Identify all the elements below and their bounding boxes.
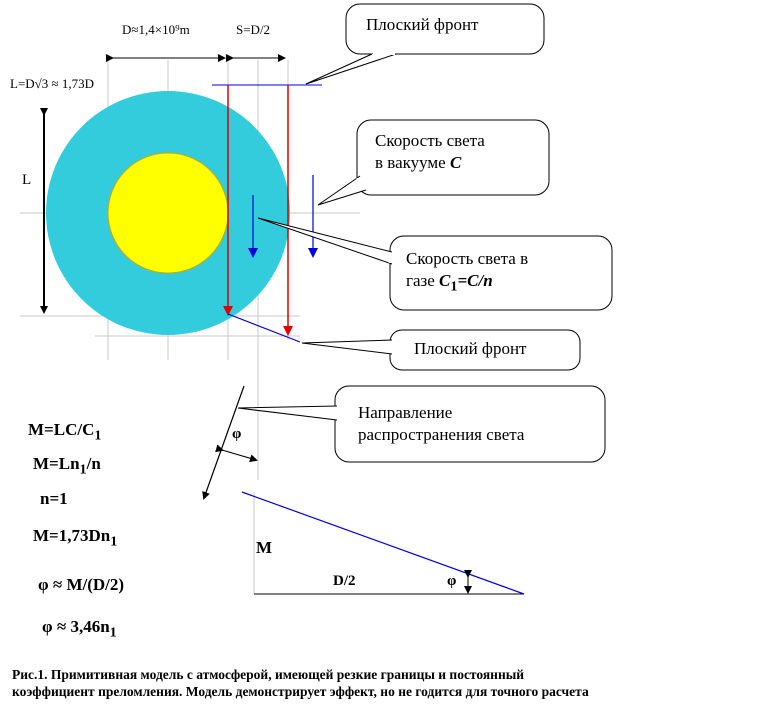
callout-gas-speed — [257, 217, 613, 311]
callout-vacuum-speed — [317, 119, 550, 206]
gas-speed-line2-text: газе — [406, 271, 440, 290]
formula-1-main: M=LC/C — [28, 420, 95, 439]
callout-direction — [237, 385, 606, 463]
s-dimension-label: S=D/2 — [236, 22, 271, 37]
formula-2-sub: 1 — [79, 461, 87, 478]
l-label: L — [22, 172, 32, 188]
sun-circle — [107, 152, 229, 274]
formula-5: φ ≈ M/(D/2) — [38, 575, 125, 594]
triangle-d2-label: D/2 — [333, 573, 356, 589]
gas-speed-sub: 1 — [450, 278, 458, 295]
vacuum-speed-symbol: C — [449, 153, 462, 172]
formula-2: M=Ln1/n — [33, 454, 101, 478]
triangle-phi-label: φ — [447, 573, 457, 589]
direction-line2: распространения света — [358, 425, 525, 444]
flat-front-bottom-text: Плоский фронт — [414, 339, 527, 358]
formula-6-main: φ ≈ 3,46n — [42, 617, 110, 636]
vacuum-speed-line2: в вакууме C — [375, 152, 485, 174]
gas-speed-text: Скорость света в газе C1=C/n — [406, 248, 528, 297]
direction-text: Направление распространения света — [358, 402, 524, 446]
formula-1: M=LC/C1 — [28, 420, 101, 444]
gas-speed-post: =C/n — [457, 271, 493, 290]
triangle-m-label: M — [256, 538, 273, 557]
propagation-direction-arrow — [202, 385, 245, 500]
formula-6: φ ≈ 3,46n1 — [42, 617, 117, 641]
formula-4-sub: 1 — [110, 533, 118, 550]
gas-speed-line1: Скорость света в — [406, 249, 529, 268]
formula-2-main: M=Ln — [33, 454, 80, 473]
gas-speed-line2: газе C1=C/n — [406, 270, 528, 297]
formula-4-main: M=1,73Dn — [33, 526, 111, 545]
l-definition-label: L=D√3 ≈ 1,73D — [10, 76, 95, 91]
figure-caption: Рис.1. Примитивная модель с атмосферой, … — [12, 666, 589, 700]
vacuum-speed-text: Скорость света в вакууме C — [375, 130, 485, 174]
formula-6-sub: 1 — [109, 624, 117, 641]
direction-line1: Направление — [358, 403, 453, 422]
flat-front-bottom-line — [227, 313, 301, 343]
callout-flat-front-bottom — [301, 329, 581, 371]
phi-arrow-label: φ — [232, 426, 242, 442]
vacuum-speed-line2-text: в вакууме — [375, 153, 450, 172]
formula-1-sub: 1 — [94, 427, 102, 444]
caption-line2: коэффициент преломления. Модель демонстр… — [12, 684, 589, 699]
phi-angle-arrow — [215, 444, 258, 463]
angle-triangle — [241, 491, 525, 595]
vacuum-speed-line1: Скорость света — [375, 131, 485, 150]
flat-front-top-text: Плоский фронт — [366, 15, 479, 34]
d-dimension-label: D≈1,4×10⁹m — [122, 22, 190, 37]
formula-4: M=1,73Dn1 — [33, 526, 117, 550]
gas-speed-c: C — [439, 271, 451, 290]
formula-3: n=1 — [40, 489, 68, 508]
caption-line1: Рис.1. Примитивная модель с атмосферой, … — [12, 667, 525, 682]
callout-flat-front-top — [305, 3, 545, 85]
formula-2-post: /n — [86, 454, 101, 473]
